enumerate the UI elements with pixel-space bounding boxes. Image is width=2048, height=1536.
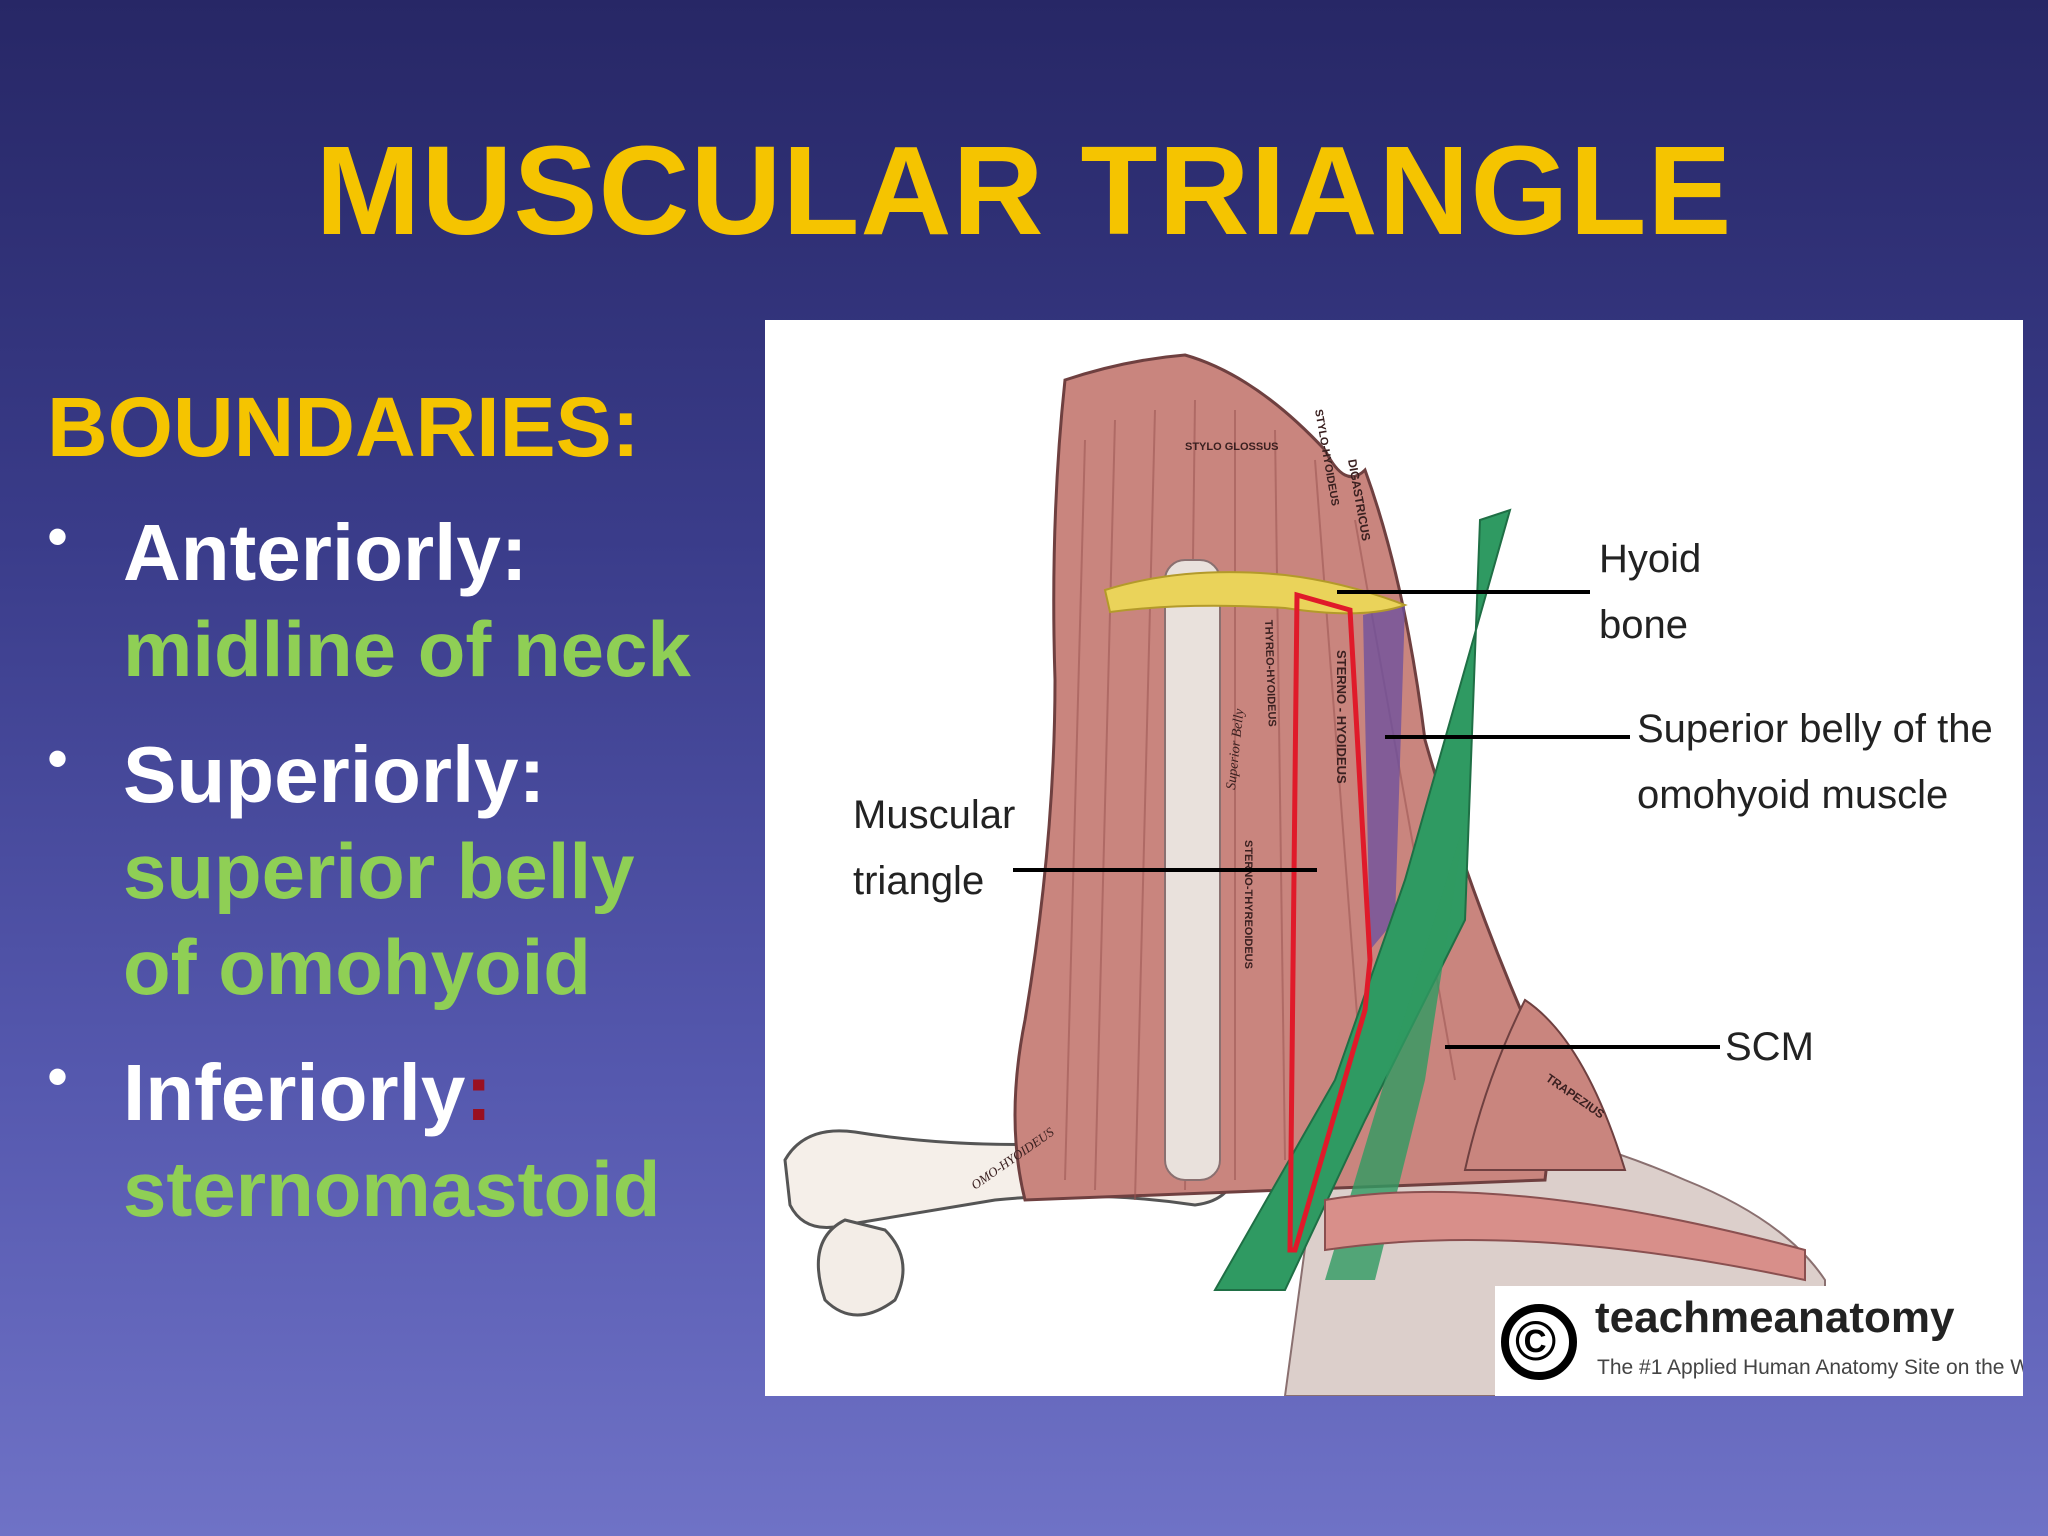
credit-tagline: The #1 Applied Human Anatomy Site on the… [1597, 1356, 2023, 1379]
bullet-value: midline of neck [123, 605, 691, 693]
muscular-triangle-outline [1287, 591, 1373, 1253]
boundaries-heading: BOUNDARIES: [47, 380, 640, 474]
omohyoid-superior-belly [1363, 605, 1405, 950]
hyoid-label-1: Hyoid [1599, 537, 1701, 581]
copyright-symbol: © [1515, 1309, 1556, 1372]
bullet-anteriorly: • Anteriorly: midline of neck [47, 505, 767, 697]
lower-fibers [1324, 1190, 1806, 1282]
hyoid-label-2: bone [1599, 603, 1688, 647]
sterno-hyoideus-text: STERNO - HYOIDEUS [1334, 650, 1349, 784]
bullet-label-row: Inferiorly: [123, 1045, 767, 1141]
copyright-icon [1501, 1304, 1577, 1380]
sterno-thyreoideus-text: STERNO-THYREOIDEUS [1242, 840, 1254, 969]
scm-muscle-clavicular [1325, 820, 1465, 1280]
bullet-value: superior belly of omohyoid [123, 827, 635, 1011]
muscle-fibers [1064, 399, 1456, 1201]
bullet-superiorly: • Superiorly: superior belly of omohyoid [47, 727, 767, 1015]
red-colon: : [465, 1048, 492, 1137]
bullet-inferiorly: • Inferiorly: sternomastoid [47, 1045, 767, 1237]
bullet-dot: • [47, 725, 69, 792]
omohyoid-label-2: omohyoid muscle [1637, 773, 1948, 817]
trapezius [1463, 998, 1627, 1171]
scm-label: SCM [1725, 1025, 1814, 1069]
neck-anatomy-figure: STERNO - HYOIDEUS STERNO-THYREOIDEUS THY… [765, 320, 2023, 1396]
credit-box [1495, 1286, 2023, 1396]
boundaries-list: • Anteriorly: midline of neck • Superior… [47, 505, 767, 1267]
neck-illustration: STERNO - HYOIDEUS STERNO-THYREOIDEUS THY… [783, 353, 2023, 1396]
shoulder-bone [816, 1218, 905, 1317]
bullet-dot: • [47, 1043, 69, 1110]
bullet-value: sternomastoid [123, 1145, 661, 1233]
styloglossus-text: STYLO GLOSSUS [1185, 441, 1279, 453]
credit-brand: teachmeanatomy [1595, 1293, 1955, 1342]
bullet-label: Superiorly: [123, 730, 546, 819]
bullet-dot: • [47, 503, 69, 570]
thyreo-hyoideus-text: THYREO-HYOIDEUS [1262, 620, 1278, 727]
slide-title: MUSCULAR TRIANGLE [315, 120, 1733, 261]
triangle-label-2: triangle [853, 859, 984, 903]
omohyoid-label-1: Superior belly of the [1637, 707, 1993, 751]
bullet-label: Inferiorly [123, 1048, 466, 1137]
triangle-label-1: Muscular [853, 793, 1015, 837]
bullet-label: Anteriorly: [123, 508, 528, 597]
